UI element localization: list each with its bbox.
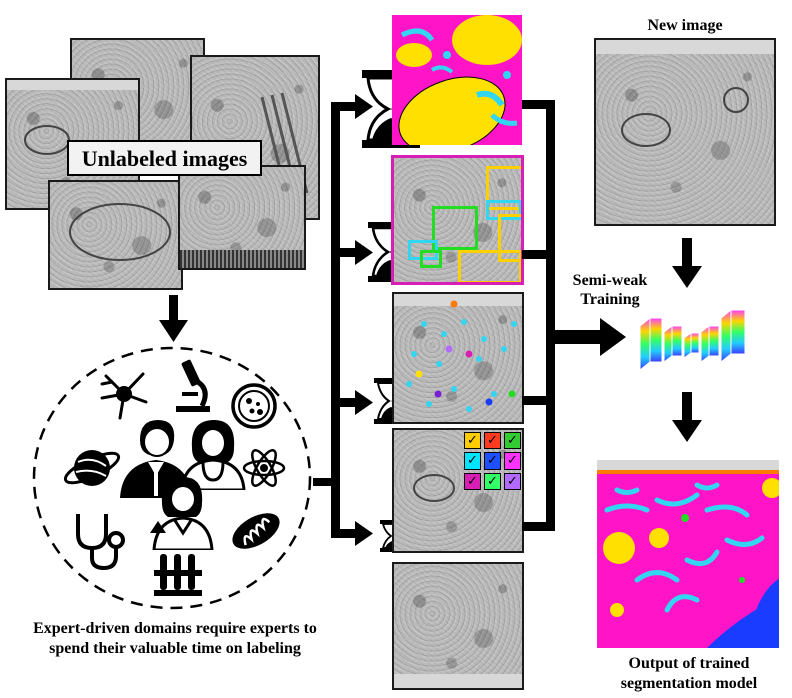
out-1	[522, 100, 550, 109]
out-2	[522, 250, 550, 259]
petri-dish-icon	[231, 383, 277, 429]
branch-4	[331, 529, 357, 538]
arrow-to-model-head	[600, 318, 626, 356]
connector-trunk	[331, 102, 340, 538]
arrow-newimg-head	[672, 266, 702, 288]
out-4	[522, 522, 550, 531]
connector-circle-out	[313, 478, 337, 486]
annotation-image-level: ✓ ✓ ✓ ✓ ✓ ✓ ✓ ✓ ✓	[392, 428, 524, 553]
annotation-points	[392, 292, 524, 424]
checkbox-6: ✓	[504, 452, 521, 470]
new-image-label: New image	[647, 17, 723, 34]
output-label-line-2: segmentation model	[620, 675, 758, 692]
out-3	[522, 396, 550, 405]
arrow-stack-to-experts-shaft	[169, 295, 178, 323]
branch-3-head	[355, 390, 373, 415]
arrow-stack-to-experts-head	[159, 320, 188, 342]
checkbox-2: ✓	[484, 432, 501, 450]
experts-circle	[32, 346, 312, 610]
semi-weak-label: Semi-weak	[572, 272, 648, 289]
arrow-model-shaft	[682, 392, 692, 422]
branch-4-head	[355, 521, 373, 546]
new-image	[594, 38, 776, 226]
checkbox-3: ✓	[504, 432, 521, 450]
checkbox-1: ✓	[464, 432, 481, 450]
checkbox-grid: ✓ ✓ ✓ ✓ ✓ ✓ ✓ ✓ ✓	[464, 432, 522, 490]
arrow-newimg-shaft	[682, 238, 692, 268]
bbox-green	[432, 206, 478, 250]
bbox-yellow-bottom	[458, 250, 521, 282]
annotation-bounding-boxes	[391, 155, 524, 285]
annotation-no-label	[392, 562, 524, 690]
mitochondria-icon	[232, 513, 280, 549]
checkbox-9: ✓	[504, 472, 521, 490]
branch-1	[331, 102, 357, 111]
output-segmentation	[597, 460, 779, 648]
microscope-icon	[176, 359, 210, 412]
branch-2-head	[355, 240, 373, 265]
bbox-green-small	[420, 250, 442, 268]
checkbox-4: ✓	[464, 452, 481, 470]
em-image-front-right	[178, 165, 306, 270]
chemist-woman-icon	[150, 477, 214, 550]
bbox-cyan-right	[486, 200, 521, 220]
output-segmentation-shapes	[597, 460, 779, 648]
test-tubes-icon	[154, 554, 202, 596]
output-label-line-1: Output of trained	[628, 655, 750, 672]
checkbox-7: ✓	[464, 472, 481, 490]
doctor-woman-icon	[180, 420, 246, 490]
caption-line-1: Expert-driven domains require experts to	[33, 620, 317, 637]
caption-line-2: spend their valuable time on labeling	[49, 640, 301, 657]
unlabeled-images-label: Unlabeled images	[67, 140, 262, 176]
out-trunk	[546, 100, 555, 531]
arrow-to-model-shaft	[553, 330, 603, 344]
branch-2	[331, 248, 357, 257]
atom-icon	[242, 449, 286, 487]
em-image-front-bottom	[48, 180, 183, 290]
branch-3	[331, 398, 357, 407]
bbox-yellow-mid	[498, 214, 521, 262]
checkbox-8: ✓	[484, 472, 501, 490]
bbox-yellow-top	[486, 166, 521, 210]
annotation-dense-segmentation	[392, 15, 522, 145]
training-label: Training	[580, 291, 640, 308]
point-annotations	[406, 300, 517, 412]
stethoscope-icon	[76, 514, 125, 570]
arrow-model-head	[672, 420, 702, 442]
checkbox-5: ✓	[484, 452, 501, 470]
branch-1-head	[355, 94, 373, 119]
dense-segmentation-shapes	[396, 15, 522, 145]
segmentation-model-icon	[639, 308, 746, 372]
planet-icon	[63, 450, 121, 486]
neuron-icon	[100, 372, 148, 420]
